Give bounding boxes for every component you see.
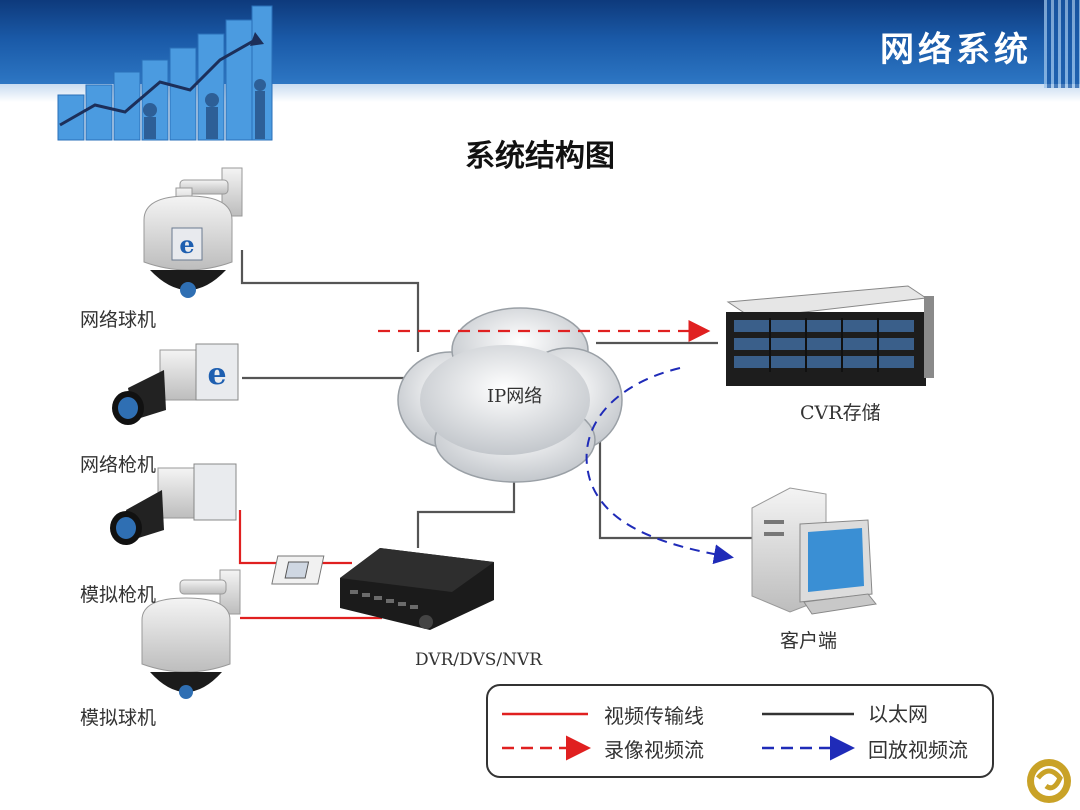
label-client: 客户端 [780,630,838,652]
growth-chart-logo [57,5,273,141]
label-network-bullet: 网络枪机 [80,454,157,476]
header-stripes [1044,0,1080,88]
legend-record-stream: 录像视频流 [604,738,704,762]
ethernet-line-network-dome [240,250,420,352]
video-line-analog-bullet [238,510,352,565]
legend-swatches [502,712,855,761]
ethernet-line-client [598,435,752,540]
legend-box: 视频传输线 以太网 录像视频流 回放视频流 [486,684,994,778]
ethernet-line-recorder [416,478,516,548]
footer-logo [1027,759,1071,803]
client-computer-icon [751,487,877,615]
svg-text:e: e [179,230,194,259]
header-title: 网络系统 [880,30,1032,70]
recorder-device-icon [271,548,494,630]
analog-dome-camera-icon [141,569,241,699]
network-bullet-camera-icon: e [112,343,239,425]
legend-playback-stream: 回放视频流 [868,738,968,762]
label-analog-bullet: 模拟枪机 [80,584,157,606]
storage-server-icon [726,285,934,386]
svg-text:e: e [207,357,226,392]
label-analog-dome: 模拟球机 [80,707,157,729]
diagram-title: 系统结构图 [465,139,615,174]
label-ip-network: IP网络 [487,386,543,407]
playback-stream-arrow [585,367,734,565]
network-dome-camera-icon: e [143,167,243,298]
label-network-dome: 网络球机 [80,309,157,331]
analog-bullet-camera-icon [110,463,237,545]
label-storage: CVR存储 [800,402,881,424]
legend-ethernet: 以太网 [868,702,928,726]
label-recorder: DVR/DVS/NVR [415,650,543,670]
legend-video-line: 视频传输线 [604,704,704,728]
ethernet-lines [240,250,752,548]
